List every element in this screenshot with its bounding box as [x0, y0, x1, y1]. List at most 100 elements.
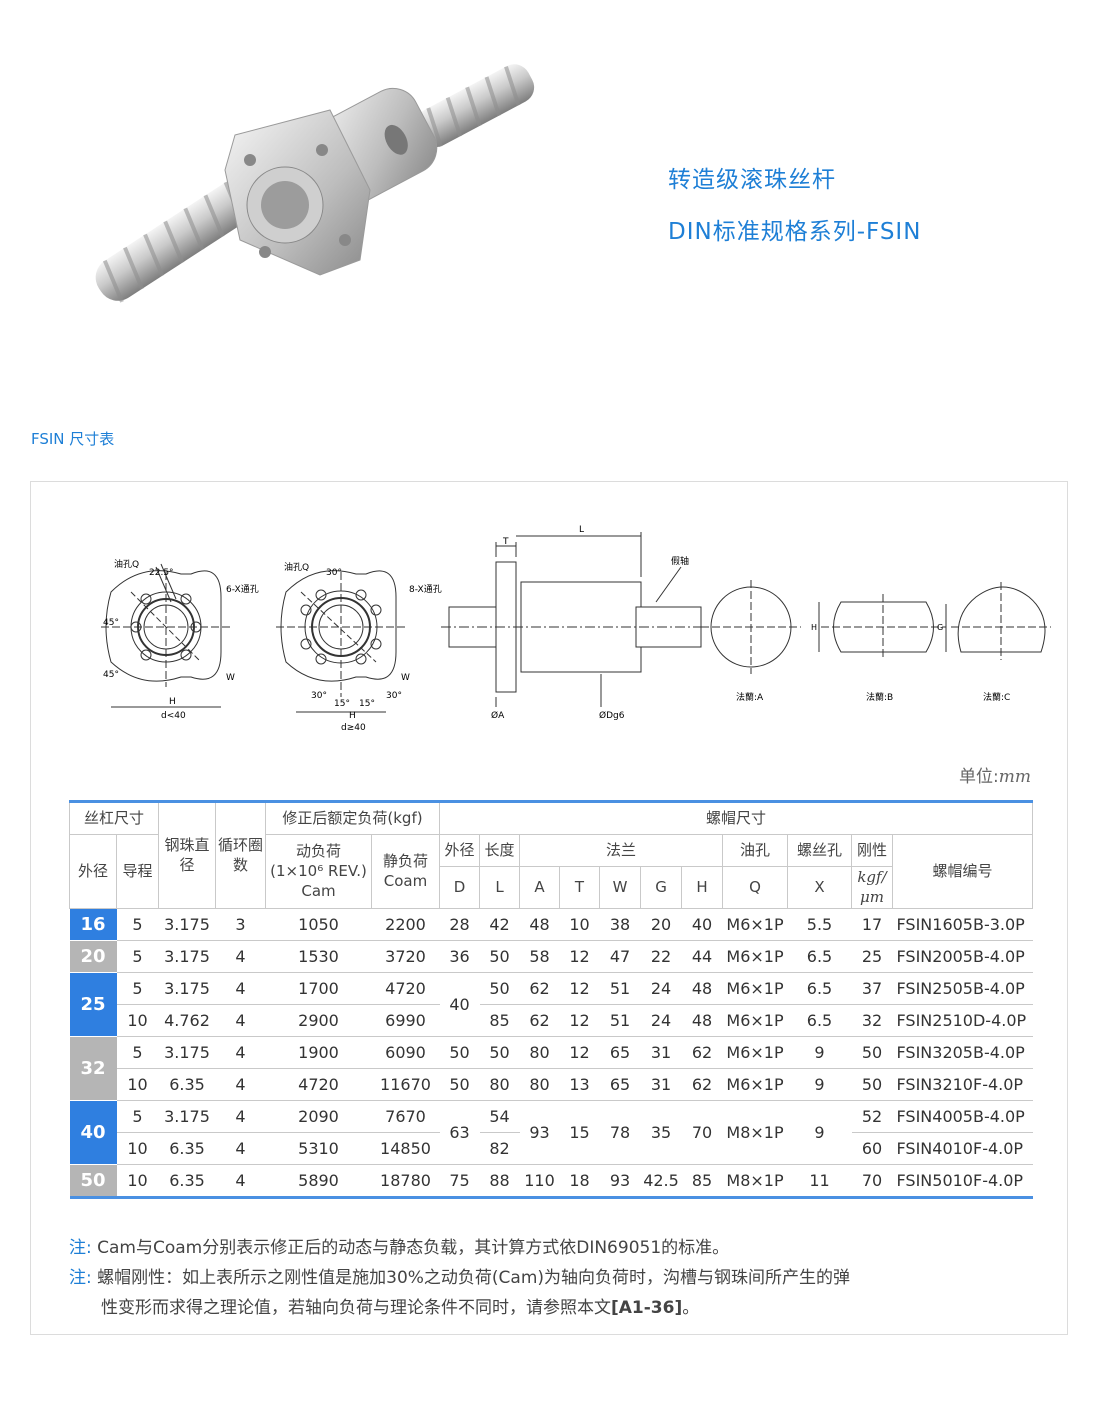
- label-holes-2: 8-X通孔: [409, 584, 442, 595]
- cell: 3: [215, 907, 266, 941]
- cell: 80: [519, 1067, 560, 1101]
- cell: 24: [640, 1003, 682, 1037]
- cell: 52: [851, 1099, 893, 1133]
- cell: 14850: [371, 1131, 440, 1165]
- cell: 3.175: [158, 1099, 216, 1133]
- note-2-text: 螺帽刚性：如上表所示之刚性值是施加30%之动负荷(Cam)为轴向负荷时，沟槽与钢…: [97, 1267, 851, 1288]
- cell: 12: [559, 1003, 600, 1037]
- flange-drawing-8-hole: [276, 570, 406, 713]
- cell: 6090: [371, 1035, 440, 1069]
- cell: 3.175: [158, 907, 216, 941]
- col-a: A: [519, 866, 560, 909]
- cell: 2900: [265, 1003, 372, 1037]
- header-static-load: 静负荷 Coam: [371, 834, 440, 909]
- cell: 63: [439, 1099, 480, 1165]
- header-oil-hole: 油孔: [722, 834, 788, 867]
- cell: 80: [479, 1067, 520, 1101]
- cell: 13: [559, 1067, 600, 1101]
- note-lead: 注:: [69, 1238, 92, 1258]
- label-angle-2a: 30°: [311, 691, 327, 701]
- table-row: 25 5 3.175 4 1700 4720 40 50 62 12 51 24…: [69, 971, 1033, 1037]
- cell: 5: [116, 1035, 159, 1069]
- label-w-2: W: [401, 673, 410, 683]
- cell: 47: [599, 939, 641, 973]
- table-row: 16 5 3.175 3 1050 2200 28 42 48 10 38 20…: [69, 907, 1033, 941]
- cell: 5: [116, 939, 159, 973]
- cell: 4: [215, 1035, 266, 1069]
- cell: M6×1P: [722, 939, 788, 973]
- cell: 6.5: [787, 939, 852, 973]
- label-w-1: W: [226, 673, 235, 683]
- cell: 50: [479, 971, 520, 1005]
- cell: 6.35: [158, 1163, 216, 1199]
- header-dyn-rev: (1×10⁶ REV.): [270, 862, 367, 881]
- cell: 82: [479, 1131, 520, 1165]
- note-lead: 注:: [69, 1267, 92, 1288]
- product-title: 转造级滚珠丝杆: [668, 167, 836, 193]
- label-angle-1b: 45°: [103, 670, 119, 680]
- product-series: DIN标准规格系列-FSIN: [668, 219, 922, 245]
- cell: 12: [559, 971, 600, 1005]
- cell: 31: [640, 1035, 682, 1069]
- cell: 6.5: [787, 1003, 852, 1037]
- cell: 4: [215, 939, 266, 973]
- cell-model: FSIN1605B-3.0P: [892, 907, 1033, 941]
- col-h: H: [681, 866, 723, 909]
- label-angle-1: 22.5°: [149, 568, 174, 578]
- header-flange: 法兰: [519, 834, 723, 867]
- label-oil-hole-1: 油孔Q: [114, 558, 139, 570]
- cell: 62: [681, 1067, 723, 1101]
- label-dim-c: G: [937, 623, 943, 632]
- label-dd: ØDg6: [599, 710, 625, 721]
- cell: 22: [640, 939, 682, 973]
- cell: 10: [116, 1163, 159, 1199]
- cell: 7670: [371, 1099, 440, 1133]
- header-nut-od: 外径: [439, 834, 480, 867]
- row-dia: 40: [69, 1099, 117, 1165]
- cell: M6×1P: [722, 1003, 788, 1037]
- label-dim-b: H: [811, 623, 817, 632]
- header-screw-size: 丝杠尺寸: [69, 800, 159, 835]
- cell: 50: [439, 1035, 480, 1069]
- flange-drawing-6-hole: [101, 563, 231, 708]
- label-angle-1a: 45°: [103, 618, 119, 628]
- cell: 18: [559, 1163, 600, 1199]
- label-t: T: [502, 537, 509, 547]
- cell: 50: [851, 1035, 893, 1069]
- cell: 62: [681, 1035, 723, 1069]
- cell: 4: [215, 1003, 266, 1037]
- cell: 48: [681, 971, 723, 1005]
- label-angle-2d: 15°: [359, 699, 375, 709]
- table-row: 20 5 3.175 4 1530 3720 36 50 58 12 47 22…: [69, 939, 1033, 973]
- row-dia: 32: [69, 1035, 117, 1101]
- cell: 85: [479, 1003, 520, 1037]
- table-row: 32 5 3.175 4 1900 6090 50 50 80 12 65 31…: [69, 1035, 1033, 1101]
- cell: 48: [681, 1003, 723, 1037]
- cell: 1050: [265, 907, 372, 941]
- cell: 85: [681, 1163, 723, 1199]
- cell: 54: [479, 1099, 520, 1133]
- label-h-2: H: [349, 711, 356, 721]
- cell: 51: [599, 971, 641, 1005]
- unit-label: 单位:mm: [959, 762, 1031, 787]
- cell: 88: [479, 1163, 520, 1199]
- spec-panel: 油孔Q 22.5° 6-X通孔 45° 45° W H d<40 油孔Q 30°…: [30, 481, 1068, 1335]
- header-od: 外径: [69, 834, 117, 909]
- cell: 50: [439, 1067, 480, 1101]
- cell: 1530: [265, 939, 372, 973]
- cell: 62: [519, 971, 560, 1005]
- note-2-end: 。: [682, 1297, 700, 1318]
- cell: 4.762: [158, 1003, 216, 1037]
- cell: 4720: [371, 971, 440, 1005]
- cell: 42.5: [640, 1163, 682, 1199]
- table-row: 40 5 3.175 4 2090 7670 63 54 93 15 78 35…: [69, 1099, 1033, 1165]
- cell: 3.175: [158, 971, 216, 1005]
- header-model: 螺帽编号: [892, 834, 1033, 909]
- cell: 5.5: [787, 907, 852, 941]
- label-holes-1: 6-X通孔: [226, 584, 259, 595]
- cell: 17: [851, 907, 893, 941]
- cell: M8×1P: [722, 1163, 788, 1199]
- cell: 18780: [371, 1163, 440, 1199]
- note-2-ref: [A1-36]: [611, 1297, 683, 1318]
- cell: 40: [681, 907, 723, 941]
